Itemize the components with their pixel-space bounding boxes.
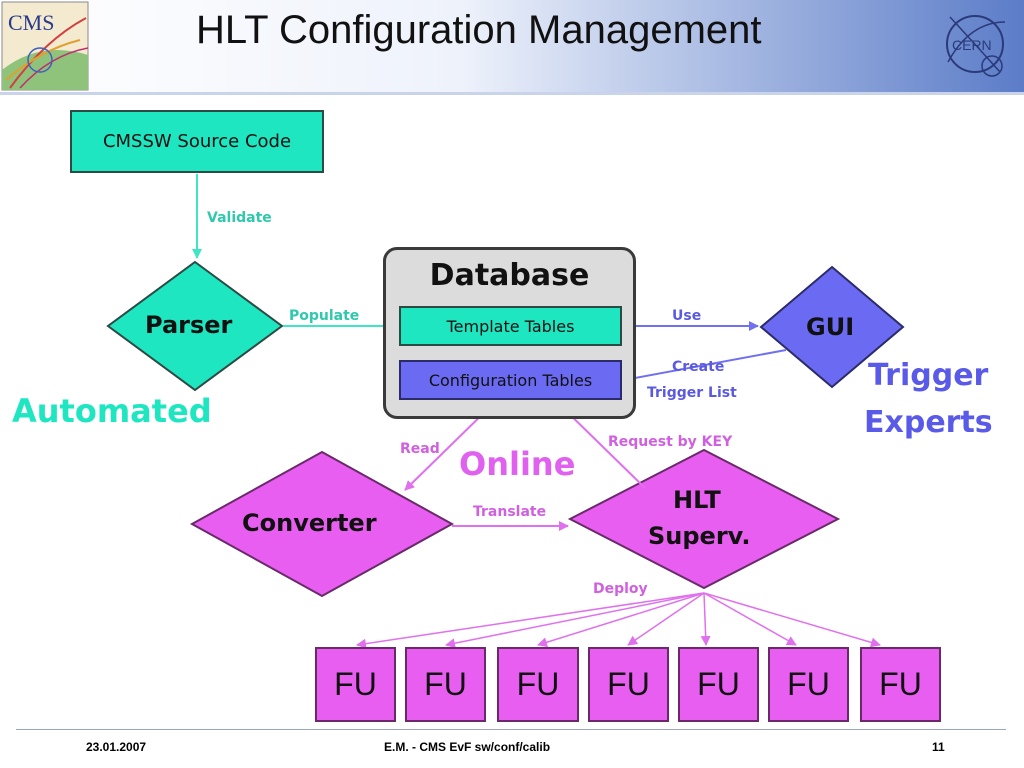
create-label-line1: Create — [672, 359, 725, 375]
hlt-superv-label-line2: Superv. — [648, 522, 751, 550]
hlt-superv-diamond — [567, 448, 841, 590]
request-by-key-label: Request by KEY — [608, 434, 733, 450]
create-label-line2: Trigger List — [647, 385, 737, 401]
fu-box: FU — [768, 647, 849, 722]
footer-divider — [16, 729, 1006, 730]
gui-diamond — [759, 265, 905, 389]
cms-logo-text: CMS — [8, 10, 54, 35]
populate-label: Populate — [289, 308, 360, 324]
cern-logo-text: CERN — [952, 37, 992, 53]
fu-box: FU — [497, 647, 579, 722]
parser-diamond — [106, 260, 284, 392]
trigger-experts-label-line1: Trigger — [868, 358, 989, 393]
validate-label: Validate — [207, 210, 272, 226]
fu-box: FU — [860, 647, 941, 722]
gui-label: GUI — [806, 313, 855, 341]
trigger-experts-label-line2: Experts — [864, 405, 993, 440]
footer-page-number: 11 — [932, 740, 945, 754]
template-tables-box: Template Tables — [399, 306, 622, 346]
slide-header — [0, 0, 1024, 92]
fu-box: FU — [315, 647, 396, 722]
cmssw-source-code-box: CMSSW Source Code — [70, 110, 324, 173]
deploy-label: Deploy — [593, 581, 648, 597]
automated-group-label: Automated — [12, 392, 212, 430]
configuration-tables-box: Configuration Tables — [399, 360, 622, 400]
slide-title: HLT Configuration Management — [196, 8, 762, 52]
fu-box: FU — [405, 647, 486, 722]
fu-box: FU — [588, 647, 669, 722]
read-label: Read — [400, 441, 440, 457]
deploy-arrows — [356, 592, 881, 649]
online-group-label: Online — [459, 445, 576, 483]
parser-label: Parser — [145, 311, 233, 339]
footer-date: 23.01.2007 — [86, 740, 147, 754]
cern-logo: CERN — [946, 15, 1006, 77]
converter-label: Converter — [242, 509, 377, 537]
cms-logo: CMS — [1, 1, 89, 91]
footer-center-text: E.M. - CMS EvF sw/conf/calib — [384, 740, 551, 754]
translate-label: Translate — [473, 504, 547, 520]
hlt-superv-label-line1: HLT — [673, 486, 721, 514]
create-trigger-list-arrow — [623, 349, 787, 384]
header-divider — [0, 92, 1024, 95]
use-label: Use — [672, 308, 702, 324]
converter-diamond — [189, 450, 455, 598]
fu-box: FU — [678, 647, 759, 722]
